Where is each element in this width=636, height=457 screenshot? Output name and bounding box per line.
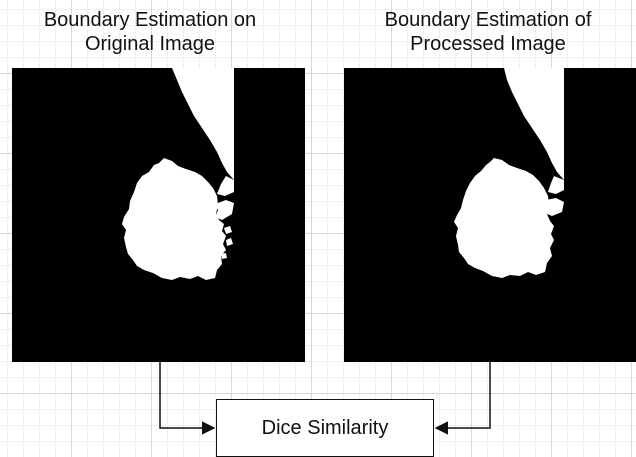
original-mask-graphic xyxy=(12,68,305,362)
tissue-region xyxy=(172,68,234,180)
processed-image-title-line1: Boundary Estimation of xyxy=(384,9,592,31)
processed-image-title: Boundary Estimation of Processed Image xyxy=(340,8,636,56)
fragment-2 xyxy=(215,200,234,220)
arrow-original-to-dice xyxy=(159,362,216,435)
speckle-1 xyxy=(224,226,232,234)
dice-similarity-label: Dice Similarity xyxy=(261,416,389,439)
processed-image-mask xyxy=(344,68,636,362)
lesion-region xyxy=(122,158,226,280)
processed-mask-graphic xyxy=(344,68,636,362)
original-image-title-line2: Original Image xyxy=(84,33,216,55)
lesion-region xyxy=(454,158,554,278)
arrow-processed-to-dice xyxy=(434,362,491,435)
processed-image-title-line2: Processed Image xyxy=(410,33,566,55)
tissue-region xyxy=(504,68,564,180)
speckle-3 xyxy=(221,253,227,259)
dice-similarity-box: Dice Similarity xyxy=(216,399,434,457)
speckle-2 xyxy=(226,238,233,246)
fragment-2 xyxy=(545,198,564,216)
original-image-title: Boundary Estimation on Original Image xyxy=(0,8,300,56)
fragment-1 xyxy=(217,176,234,196)
original-image-title-line1: Boundary Estimation on xyxy=(43,9,257,31)
original-image-mask xyxy=(12,68,305,362)
fragment-1 xyxy=(548,176,564,194)
